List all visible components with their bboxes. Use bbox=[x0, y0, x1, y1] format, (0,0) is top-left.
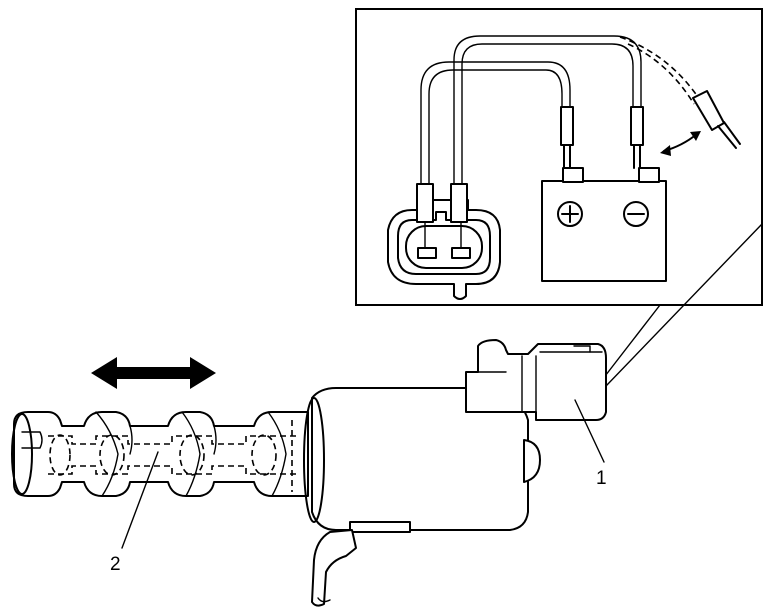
callout-leader-line bbox=[121, 451, 159, 549]
mounting-bracket bbox=[311, 529, 357, 607]
inset-leader-line bbox=[605, 223, 763, 387]
spool-valve bbox=[48, 420, 300, 492]
callout-1: 1 bbox=[574, 399, 607, 489]
double-arrow-icon bbox=[91, 357, 216, 389]
callout-2: 2 bbox=[110, 451, 159, 575]
callout-leader-line bbox=[574, 399, 605, 463]
curved-double-arrow-icon bbox=[660, 131, 701, 156]
test-wires bbox=[420, 35, 701, 184]
battery bbox=[541, 167, 667, 282]
solenoid-connector bbox=[465, 339, 607, 421]
negative-terminal-icon bbox=[623, 201, 649, 227]
wire-terminal-negative bbox=[630, 106, 644, 169]
inset-detail bbox=[355, 8, 763, 387]
wire-terminal-positive bbox=[560, 106, 574, 169]
solenoid-housing bbox=[303, 387, 541, 533]
inset-leader-line bbox=[601, 304, 661, 381]
positive-terminal-icon bbox=[557, 201, 583, 227]
callout-label: 1 bbox=[596, 468, 607, 489]
callout-label: 2 bbox=[110, 554, 121, 575]
oil-control-valve bbox=[11, 339, 607, 607]
connector-face bbox=[387, 183, 501, 300]
valve-sleeve bbox=[11, 411, 309, 497]
loose-probe bbox=[692, 90, 741, 149]
